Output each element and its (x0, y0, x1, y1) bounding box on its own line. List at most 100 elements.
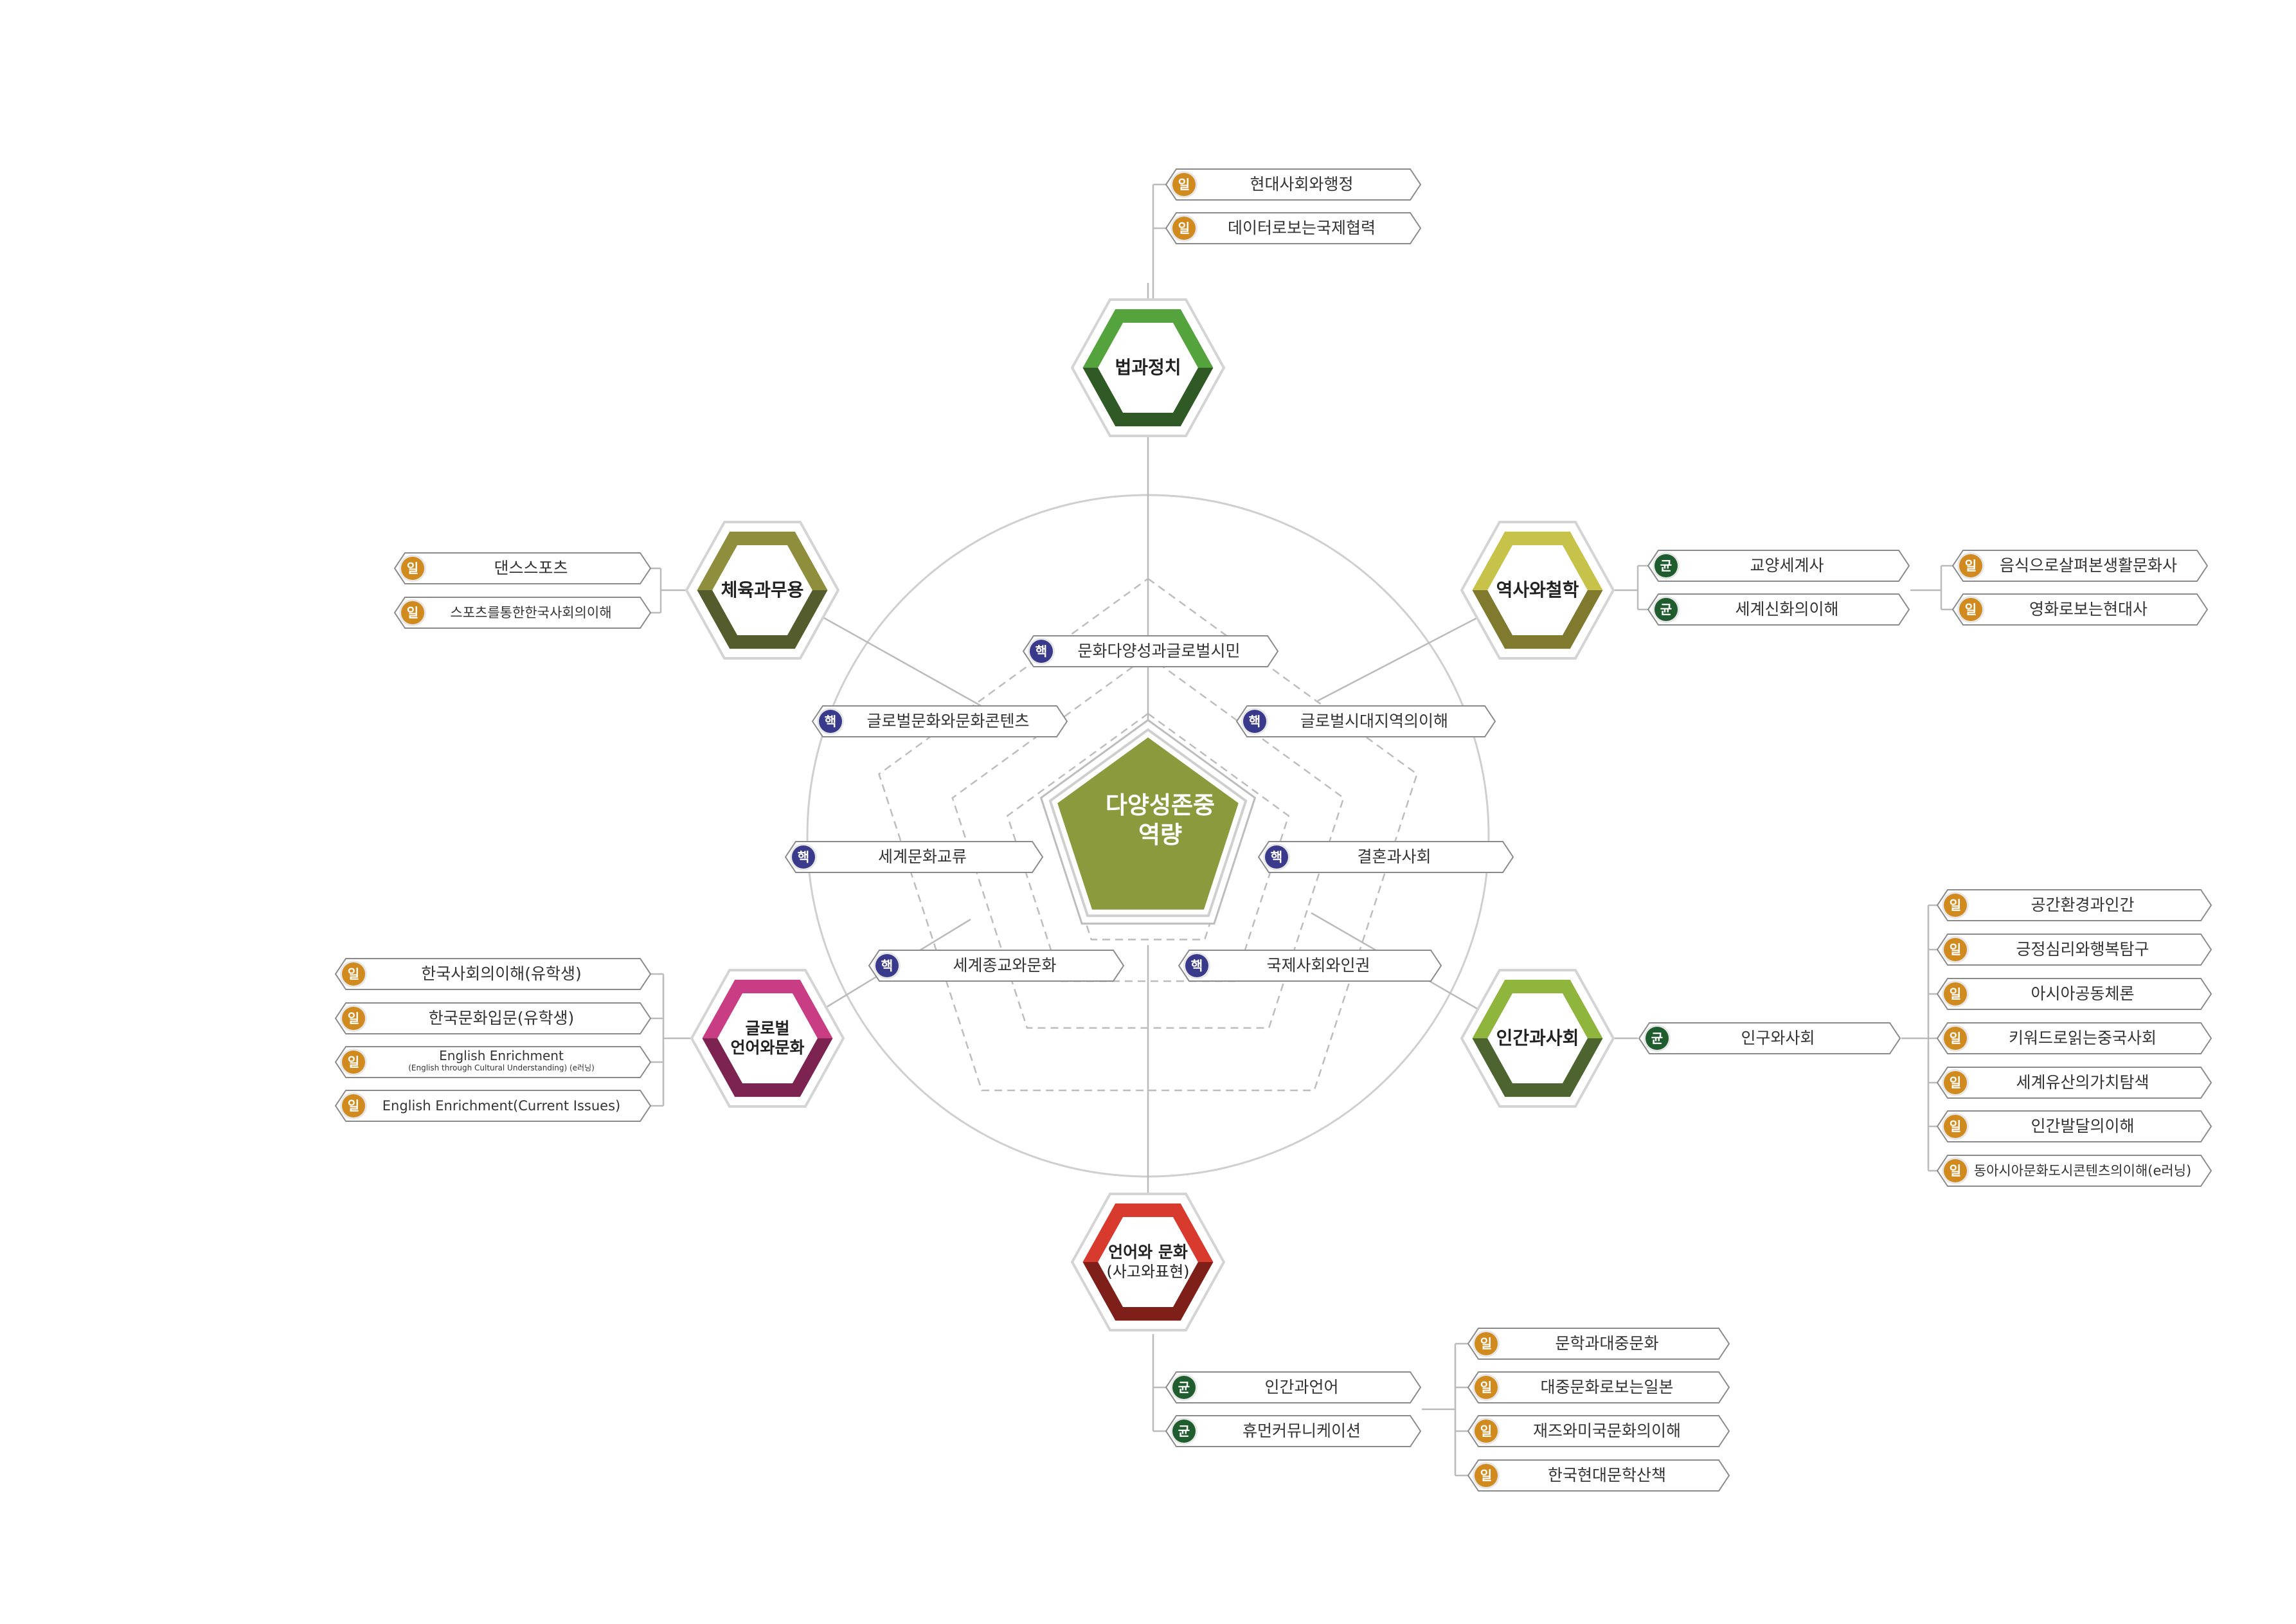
tag-label: 세계신화의이해 (1735, 600, 1839, 618)
tag-label: 글로벌시대지역의이해 (1300, 712, 1448, 730)
tag-outline (334, 1002, 652, 1034)
tag-label: 재즈와미국문화의이해 (1532, 1421, 1681, 1440)
hexagon-label-sub: (사고와표현) (1106, 1263, 1190, 1281)
tag-outline (334, 1090, 652, 1122)
tag-shape (1165, 212, 1422, 244)
tag-shape (334, 1002, 652, 1034)
tag-label-line2: (English through Cultural Understanding)… (408, 1063, 595, 1072)
tag-label: English Enrichment(English through Cultu… (369, 1049, 634, 1073)
tag-outline (1936, 1155, 2212, 1187)
tag-outline (1936, 934, 2212, 966)
badge-gyun: 균 (1172, 1376, 1196, 1399)
tag-outline (1467, 1459, 1730, 1492)
badge-core: 핵 (792, 845, 815, 869)
tag-label: 동아시아문화도시콘텐츠의이해(e러닝) (1973, 1163, 2192, 1178)
tag-shape (1647, 550, 1910, 582)
hexagon-label-line1: 글로벌 (745, 1019, 790, 1038)
badge-il: 일 (1475, 1464, 1498, 1487)
tag-shape (811, 705, 1068, 737)
badge-il: 일 (1172, 173, 1196, 196)
connector (1317, 616, 1479, 702)
tag-shape (1467, 1415, 1730, 1447)
course-tag[interactable]: 일 현대사회와행정 (1165, 168, 1422, 201)
guide-pentagon (1006, 712, 1290, 982)
tag-shape (1638, 1022, 1901, 1054)
tag-outline (1647, 550, 1910, 582)
course-tag[interactable]: 일 동아시아문화도시콘텐츠의이해(e러닝) (1936, 1155, 2212, 1187)
hexagon-sports (685, 521, 840, 660)
tag-shape (1936, 1022, 2212, 1054)
course-tag[interactable]: 일 스포츠를통한한국사회의이해 (393, 597, 652, 629)
badge-il: 일 (1475, 1420, 1498, 1443)
tag-outline (1022, 635, 1279, 667)
hexagon-label-line1: 체육과무용 (721, 579, 804, 600)
course-tag[interactable]: 핵 글로벌시대지역의이해 (1235, 705, 1496, 737)
badge-il: 일 (1944, 1159, 1967, 1182)
tag-label: 한국사회의이해(유학생) (421, 964, 582, 983)
tag-shape (1936, 1110, 2212, 1142)
tag-shape (334, 1046, 652, 1078)
tag-label: 현대사회와행정 (1250, 175, 1354, 194)
center-title: 다양성존중 역량 (1096, 791, 1224, 850)
hexagon-label-line1: 언어와 문화 (1108, 1243, 1188, 1261)
tag-outline (1257, 841, 1514, 873)
tag-shape (1951, 593, 2209, 626)
tag-label: 문학과대중문화 (1555, 1334, 1659, 1353)
tag-label: 스포츠를통한한국사회의이해 (450, 605, 612, 620)
tag-outline (1165, 1371, 1422, 1403)
tag-outline (1467, 1328, 1730, 1360)
tag-label: 인간발달의이해 (2031, 1117, 2135, 1135)
badge-gyun: 균 (1655, 554, 1678, 577)
tag-label: 아시아공동체론 (2031, 984, 2135, 1003)
category-hexagons (685, 298, 1615, 1331)
tag-shape (1951, 550, 2209, 582)
tag-outline (811, 705, 1068, 737)
badge-il: 일 (401, 557, 424, 580)
tag-outline (1165, 1415, 1422, 1447)
hexagon-global (690, 969, 845, 1108)
badge-gyun: 균 (1172, 1420, 1196, 1443)
badge-il: 일 (401, 601, 424, 624)
badge-core: 핵 (1243, 710, 1266, 733)
tag-outline (1467, 1371, 1730, 1403)
tag-outline (1936, 1022, 2212, 1054)
tag-shape (868, 950, 1125, 982)
hexagon-inner (1098, 1217, 1198, 1307)
tag-outline (868, 950, 1125, 982)
tag-label: 국제사회와인권 (1266, 956, 1370, 975)
hexagon-lang (1070, 1193, 1226, 1331)
course-tag[interactable]: 일 재즈와미국문화의이해 (1467, 1415, 1730, 1447)
tag-label: 키워드로읽는중국사회 (2008, 1029, 2157, 1047)
hexagon-label-line1: 법과정치 (1115, 357, 1181, 378)
tag-label: 문화다양성과글로벌시민 (1077, 642, 1241, 660)
